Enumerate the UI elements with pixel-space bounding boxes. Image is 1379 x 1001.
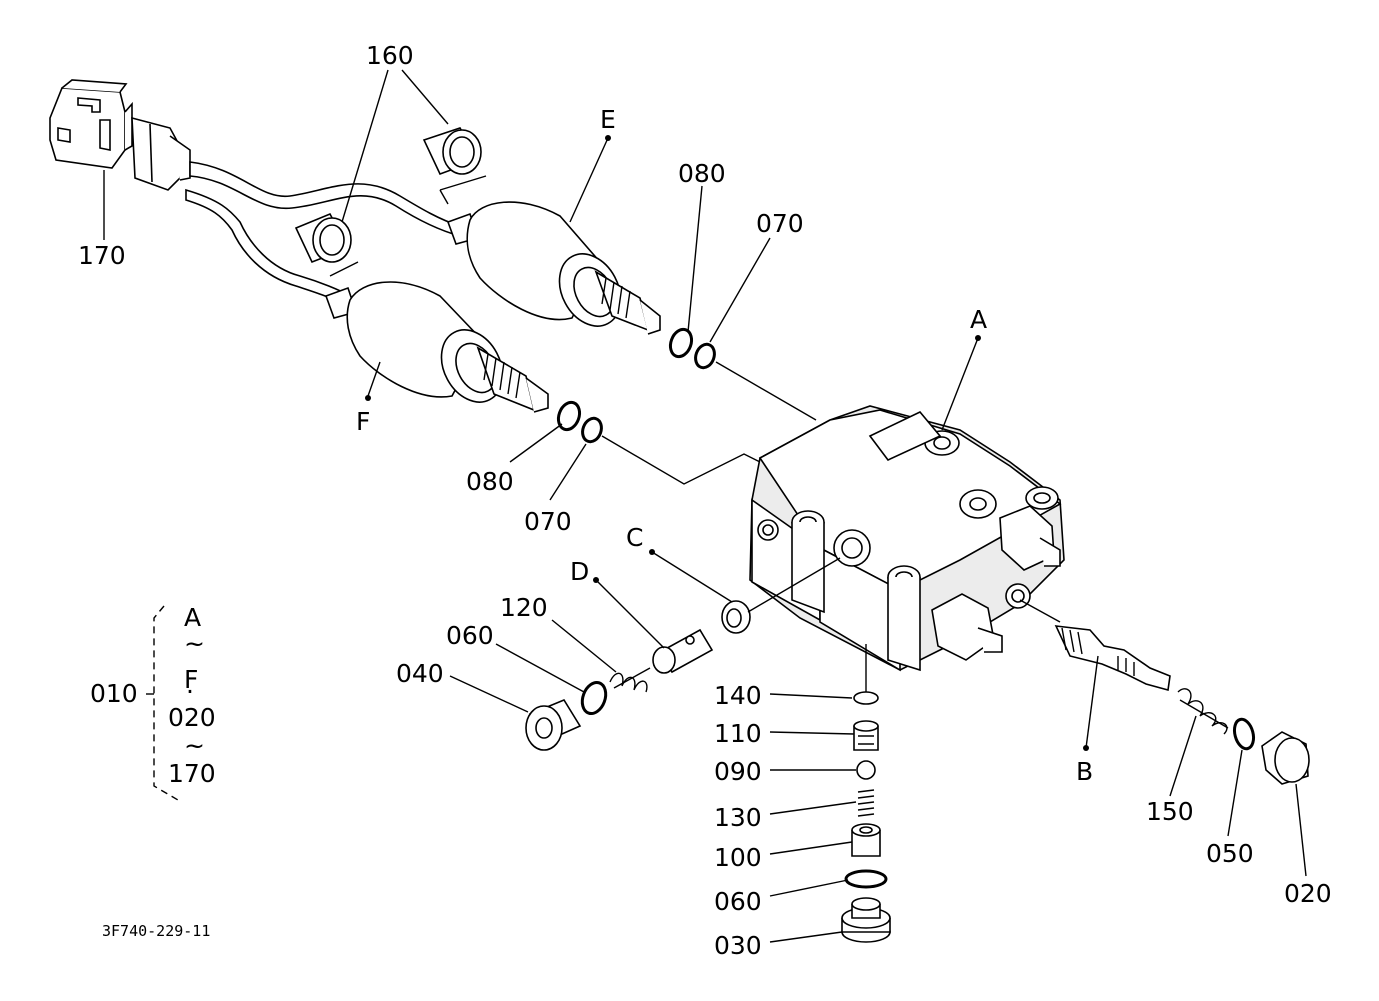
- callout-b[interactable]: B: [1076, 757, 1093, 786]
- callout-120[interactable]: 120: [500, 593, 548, 622]
- callout-080-upper[interactable]: 080: [678, 159, 726, 188]
- callout-060-relief[interactable]: 060: [446, 621, 494, 650]
- plug-040[interactable]: [525, 699, 582, 751]
- wire-sleeve-160-lower[interactable]: [294, 212, 352, 264]
- o-ring-080-lower[interactable]: [555, 399, 583, 432]
- spring-150[interactable]: [1177, 688, 1229, 735]
- o-ring-070-lower[interactable]: [579, 416, 604, 445]
- drawing-number: 3F740-229-11: [102, 922, 210, 940]
- callout-160[interactable]: 160: [366, 41, 414, 70]
- o-ring-060-check[interactable]: [844, 869, 888, 889]
- poppet-d[interactable]: [652, 628, 714, 674]
- group-range-1-start: A: [184, 603, 201, 632]
- callout-070-lower[interactable]: 070: [524, 507, 572, 536]
- callout-170[interactable]: 170: [78, 241, 126, 270]
- callout-labels: 160 170 E F 080 070 080 070 A C D 120 06…: [78, 41, 1332, 960]
- seat-110[interactable]: [853, 720, 879, 751]
- callout-030[interactable]: 030: [714, 931, 762, 960]
- spool-b[interactable]: [1054, 625, 1171, 692]
- callout-e[interactable]: E: [600, 105, 616, 134]
- group-label-010: 010 A ~ F · 020 ~ 170: [90, 603, 216, 788]
- callout-040[interactable]: 040: [396, 659, 444, 688]
- valve-seat-c[interactable]: [721, 600, 751, 634]
- o-ring-140[interactable]: [853, 691, 879, 705]
- callout-050[interactable]: 050: [1206, 839, 1254, 868]
- seat-100[interactable]: [851, 823, 881, 857]
- callout-a[interactable]: A: [970, 305, 987, 334]
- spring-130[interactable]: [857, 789, 875, 817]
- callout-080-lower[interactable]: 080: [466, 467, 514, 496]
- callout-090[interactable]: 090: [714, 757, 762, 786]
- o-ring-080-upper[interactable]: [667, 326, 695, 359]
- callout-130[interactable]: 130: [714, 803, 762, 832]
- ball-090[interactable]: [856, 760, 876, 780]
- o-ring-060-relief[interactable]: [578, 679, 610, 717]
- group-range-2-sep: ~: [184, 731, 205, 760]
- callout-060-check[interactable]: 060: [714, 887, 762, 916]
- group-bracket: [146, 605, 179, 801]
- group-dot: ·: [186, 677, 194, 706]
- solenoid-valve-e[interactable]: [446, 201, 661, 337]
- callout-f[interactable]: F: [356, 407, 370, 436]
- plug-020[interactable]: [1261, 731, 1310, 785]
- group-range-1-end: F: [184, 665, 198, 694]
- callout-150[interactable]: 150: [1146, 797, 1194, 826]
- callout-c[interactable]: C: [626, 523, 643, 552]
- group-range-1-sep: ~: [184, 629, 205, 658]
- o-ring-050[interactable]: [1231, 717, 1256, 751]
- group-number[interactable]: 010: [90, 679, 138, 708]
- spring-120[interactable]: [609, 667, 651, 693]
- valve-body[interactable]: [749, 405, 1065, 672]
- wire-sleeve-160-upper[interactable]: [422, 127, 482, 176]
- solenoid-valve-f[interactable]: [324, 281, 549, 413]
- o-ring-070-upper[interactable]: [692, 342, 717, 371]
- plug-030[interactable]: [841, 897, 891, 943]
- group-range-2-end: 170: [168, 759, 216, 788]
- callout-140[interactable]: 140: [714, 681, 762, 710]
- callout-d[interactable]: D: [570, 557, 589, 586]
- callout-070-upper[interactable]: 070: [756, 209, 804, 238]
- group-range-2-start: 020: [168, 703, 216, 732]
- wire-harness-connector-170[interactable]: [49, 79, 461, 308]
- callout-020[interactable]: 020: [1284, 879, 1332, 908]
- leader-lines: [103, 69, 1307, 943]
- callout-110[interactable]: 110: [714, 719, 762, 748]
- callout-100[interactable]: 100: [714, 843, 762, 872]
